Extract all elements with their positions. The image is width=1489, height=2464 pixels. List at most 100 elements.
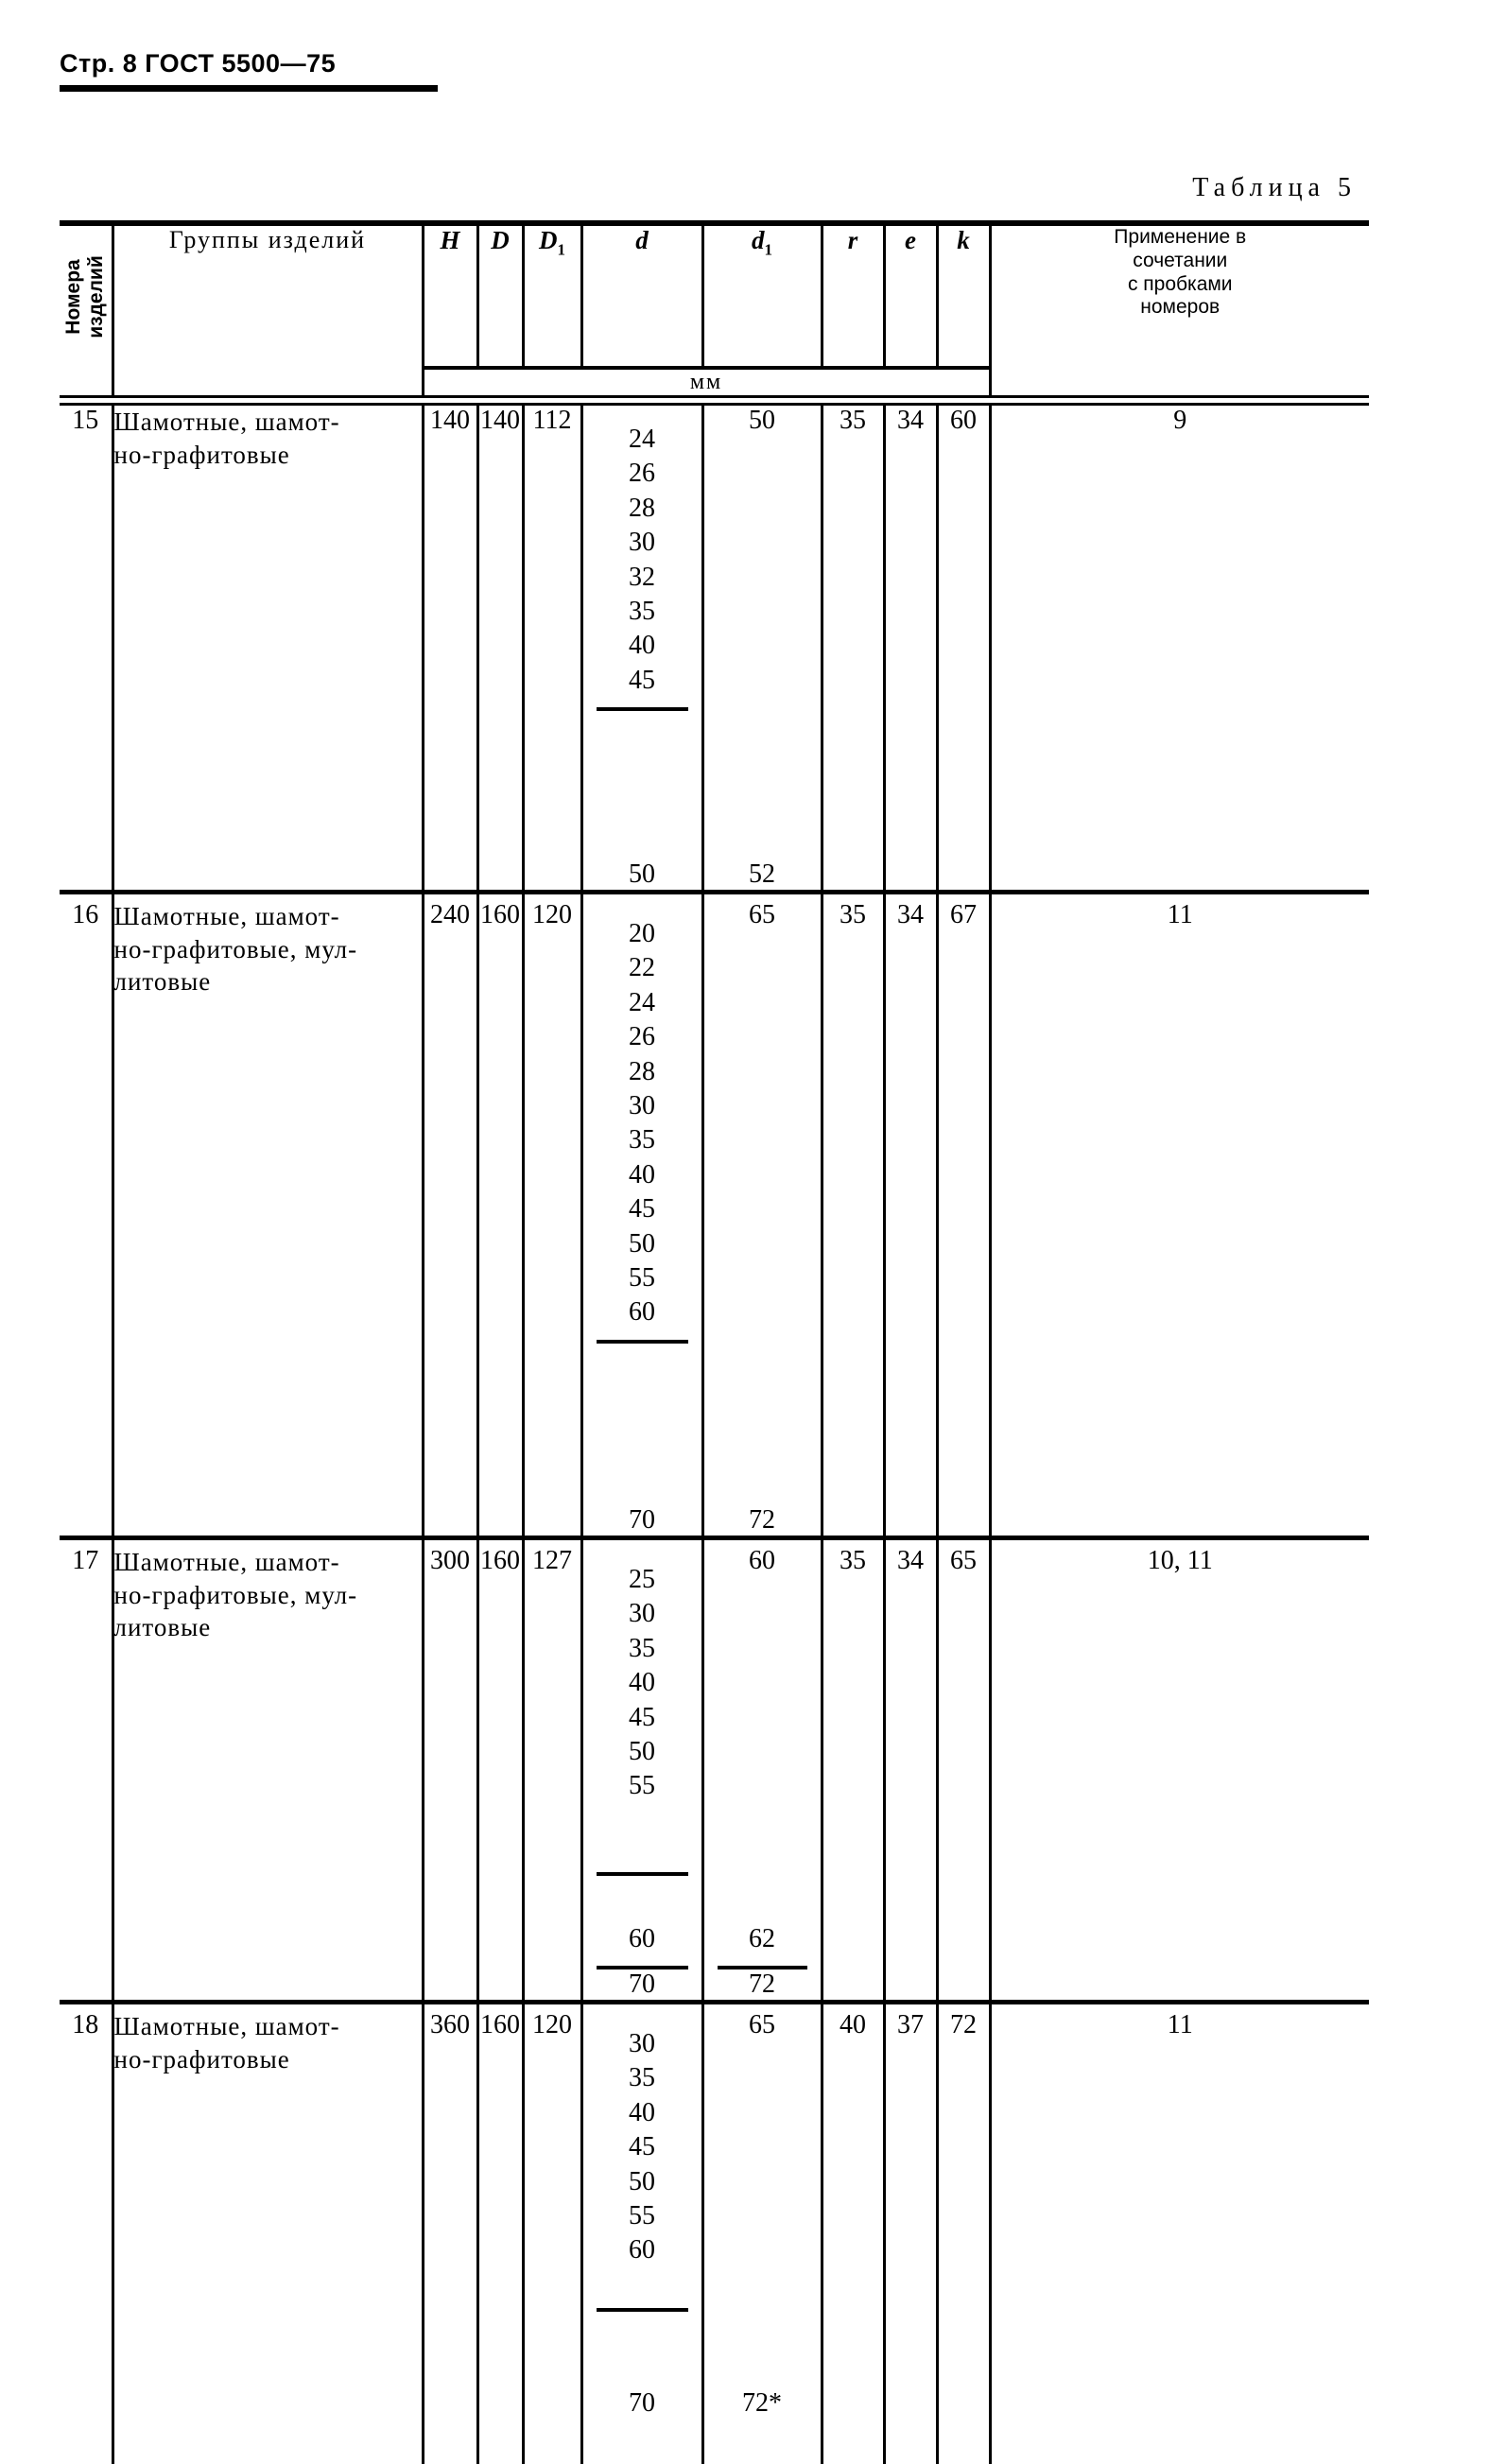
row-D1: 120 bbox=[521, 2010, 581, 2464]
header-d: d bbox=[580, 226, 702, 368]
header-application-line4: номеров bbox=[1140, 296, 1221, 319]
row-number: 16 bbox=[72, 900, 99, 929]
row-D: 160 bbox=[476, 2010, 523, 2464]
row-d-values: 20 22 24 26 28 30 35 40 45 50 55 60 bbox=[580, 900, 702, 1505]
subrow-d1: 72 bbox=[701, 1505, 822, 1538]
subrow-d1: 62 bbox=[701, 1924, 822, 1969]
row-D: 140 bbox=[476, 406, 523, 893]
row-application: 10, 11 bbox=[988, 1546, 1369, 2003]
row-divider bbox=[60, 2000, 1369, 2010]
table-subrow: 70 72 bbox=[60, 1505, 1369, 1538]
table-row: 17 Шамотные, шамот- но-графитовые, мул- … bbox=[60, 1546, 1369, 2003]
row-H: 140 bbox=[421, 406, 477, 893]
d-group-separator bbox=[596, 1871, 688, 1876]
header-H: H bbox=[421, 226, 477, 368]
row-divider bbox=[60, 890, 1369, 900]
row-r: 35 bbox=[820, 406, 884, 893]
row-D1: 120 bbox=[521, 900, 581, 1538]
row-e: 34 bbox=[882, 1546, 937, 2003]
table-top-rule bbox=[60, 220, 1369, 226]
header-d1: d1 bbox=[701, 226, 822, 368]
d-group-separator bbox=[596, 1339, 688, 1344]
unit-spacer-numbers bbox=[60, 368, 113, 395]
d1-group-separator bbox=[717, 1966, 807, 1969]
header-product-groups: Группы изделий bbox=[111, 226, 423, 368]
row-k: 65 bbox=[935, 1546, 990, 2003]
row-k: 60 bbox=[935, 406, 990, 893]
row-application: 11 bbox=[988, 900, 1369, 1538]
row-d-values: 24 26 28 30 32 35 40 45 bbox=[580, 406, 702, 859]
subrow-d: 70 bbox=[580, 1505, 702, 1538]
row-number: 18 bbox=[72, 2010, 99, 2039]
subrow-d1: 52 bbox=[701, 859, 822, 893]
row-D: 160 bbox=[476, 1546, 523, 2003]
row-d1: 60 bbox=[701, 1546, 822, 1924]
subrow-d1: 72* bbox=[701, 2388, 822, 2464]
row-H: 240 bbox=[421, 900, 477, 1538]
row-product-groups: Шамотные, шамот- но-графитовые, мул- лит… bbox=[111, 900, 423, 1538]
unit-spacer-groups bbox=[111, 368, 423, 395]
subrow-d1: 72 bbox=[701, 1969, 822, 2003]
row-D: 160 bbox=[476, 900, 523, 1538]
row-d-values: 30 35 40 45 50 55 60 bbox=[580, 2010, 702, 2388]
row-k: 67 bbox=[935, 900, 990, 1538]
row-H: 300 bbox=[421, 1546, 477, 2003]
table-unit-row: мм bbox=[60, 366, 1369, 395]
unit-label-cell: мм bbox=[421, 366, 990, 395]
table-header-row: Номера изделий Группы изделий H D D1 d d… bbox=[60, 226, 1369, 368]
subrow-d: 70 bbox=[580, 2388, 702, 2464]
row-k: 72 bbox=[935, 2010, 990, 2464]
table-5: Номера изделий Группы изделий H D D1 d d… bbox=[60, 220, 1369, 2464]
row-r: 35 bbox=[820, 1546, 884, 2003]
table-caption: Таблица 5 bbox=[1192, 173, 1357, 202]
subrow-d: 70 bbox=[580, 1969, 702, 2003]
header-D: D bbox=[476, 226, 523, 368]
subrow-d: 60 bbox=[580, 1924, 702, 1969]
row-application: 11 bbox=[988, 2010, 1369, 2464]
d-group-separator bbox=[596, 2307, 688, 2312]
row-e: 34 bbox=[882, 900, 937, 1538]
header-e: e bbox=[882, 226, 937, 368]
header-k: k bbox=[935, 226, 990, 368]
page-header: Стр. 8 ГОСТ 5500—75 bbox=[60, 49, 466, 92]
row-D1: 127 bbox=[521, 1546, 581, 2003]
row-H: 360 bbox=[421, 2010, 477, 2464]
row-d1: 65 bbox=[701, 900, 822, 1505]
header-item-numbers-line2: изделий bbox=[85, 255, 108, 338]
row-r: 35 bbox=[820, 900, 884, 1538]
row-e: 37 bbox=[882, 2010, 937, 2464]
table-row: 18 Шамотные, шамот- но-графитовые 360 16… bbox=[60, 2010, 1369, 2464]
page-header-rule bbox=[60, 85, 438, 92]
specification-table: Номера изделий Группы изделий H D D1 d d… bbox=[60, 226, 1369, 395]
header-application-line1: Применение в bbox=[1114, 226, 1247, 248]
row-product-groups: Шамотные, шамот- но-графитовые, мул- лит… bbox=[111, 1546, 423, 2003]
page-header-text: Стр. 8 ГОСТ 5500—75 bbox=[60, 49, 337, 78]
row-application: 9 bbox=[988, 406, 1369, 893]
row-e: 34 bbox=[882, 406, 937, 893]
d-group-separator bbox=[596, 1966, 688, 1969]
table-header-rule-1 bbox=[60, 395, 1369, 398]
table-subrow: 60 62 bbox=[60, 1924, 1369, 1969]
table-subrow: 70 72 bbox=[60, 1969, 1369, 2003]
unit-label: мм bbox=[689, 370, 723, 394]
row-number: 15 bbox=[72, 406, 99, 435]
table-subrow: 50 52 bbox=[60, 859, 1369, 893]
specification-table-body: 15 Шамотные, шамот- но-графитовые 140 14… bbox=[60, 406, 1369, 2464]
row-D1: 112 bbox=[521, 406, 581, 893]
header-D1: D1 bbox=[521, 226, 581, 368]
header-application-line3: с пробками bbox=[1127, 272, 1233, 295]
unit-spacer-application bbox=[988, 368, 1369, 395]
row-d-values: 25 30 35 40 45 50 55 bbox=[580, 1546, 702, 1924]
row-r: 40 bbox=[820, 2010, 884, 2464]
subrow-d: 50 bbox=[580, 859, 702, 893]
d-group-separator bbox=[596, 707, 688, 712]
row-product-groups: Шамотные, шамот- но-графитовые bbox=[111, 406, 423, 893]
header-application-line2: сочетании bbox=[1133, 249, 1228, 271]
row-d1: 50 bbox=[701, 406, 822, 859]
header-item-numbers-line1: Номера bbox=[62, 259, 85, 335]
row-number: 17 bbox=[72, 1546, 99, 1575]
table-header-rule-2 bbox=[60, 403, 1369, 406]
row-divider bbox=[60, 1536, 1369, 1546]
header-r: r bbox=[820, 226, 884, 368]
table-row: 15 Шамотные, шамот- но-графитовые 140 14… bbox=[60, 406, 1369, 893]
